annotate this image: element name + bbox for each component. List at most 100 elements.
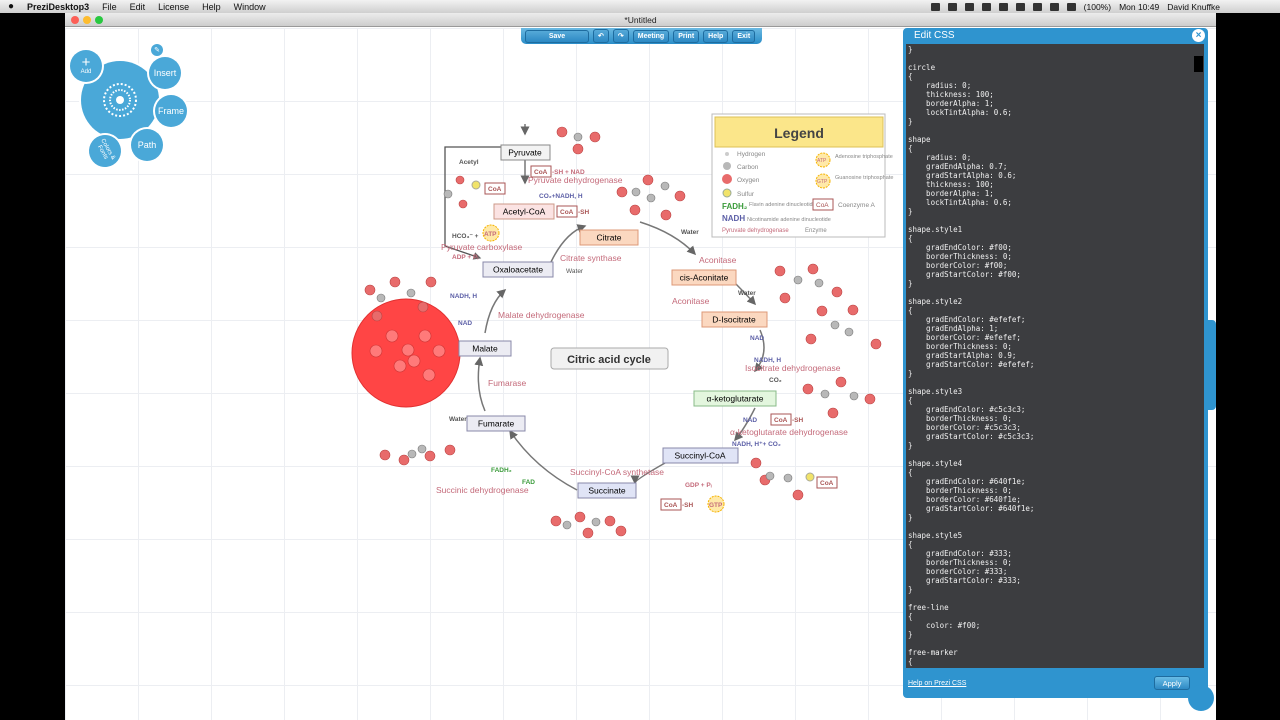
display-icon[interactable] — [998, 2, 1008, 11]
zoom-window-icon[interactable] — [95, 16, 103, 24]
enzyme-cs: Citrate synthase — [560, 253, 622, 263]
close-window-icon[interactable] — [71, 16, 79, 24]
node-fumarate[interactable] — [466, 415, 526, 432]
cycle-arrows — [474, 124, 765, 491]
label-sh-nad: -SH + NAD — [552, 169, 585, 176]
node-succinyl-coa-label: Succinyl-CoA — [674, 451, 725, 461]
legend-title: Legend — [774, 125, 824, 141]
exit-button[interactable]: Exit — [732, 29, 756, 43]
node-acetyl-coa[interactable] — [493, 203, 555, 220]
side-tab[interactable] — [1208, 320, 1216, 410]
node-fumarate-label: Fumarate — [478, 419, 515, 429]
volume-icon[interactable] — [1032, 2, 1042, 11]
legend-enzyme-example: Pyruvate dehydrogenase — [722, 228, 789, 234]
pen-icon[interactable]: ✎ — [151, 44, 163, 56]
label-water-2: Water — [681, 229, 699, 236]
bluetooth-icon[interactable] — [1015, 2, 1025, 11]
label-sh-3: -SH — [682, 502, 694, 509]
node-succinate-label: Succinate — [588, 486, 626, 496]
label-water-4: Water — [449, 416, 467, 423]
record-icon[interactable] — [947, 2, 957, 11]
node-citrate-label: Citrate — [596, 233, 621, 243]
show-icon — [1188, 685, 1214, 711]
node-akg[interactable] — [693, 390, 777, 407]
legend[interactable]: Legend Hydrogen Carbon Oxygen Sulfur FAD… — [711, 113, 893, 238]
label-water-1: Water — [566, 268, 584, 275]
wifi-icon[interactable] — [1049, 2, 1059, 11]
legend-gtp: Guanosine triphosphate — [835, 175, 893, 181]
legend-sulfur: Sulfur — [737, 191, 755, 198]
css-editor[interactable]: } circle { radius: 0; thickness: 100; bo… — [906, 44, 1204, 668]
label-nadh-co2: NADH, H⁺+ CO₂ — [732, 441, 781, 448]
node-d-isocitrate[interactable] — [701, 311, 768, 328]
label-fad: FAD — [522, 479, 535, 486]
legend-nadh: NADH — [722, 214, 745, 223]
css-code-text[interactable]: } circle { radius: 0; thickness: 100; bo… — [908, 45, 1035, 666]
label-nadh-2: NADH, H — [754, 357, 781, 364]
enzyme-idh: Isocitrate dehydrogenase — [745, 363, 841, 373]
node-citrate[interactable] — [579, 229, 639, 246]
add-button[interactable]: +Add — [70, 50, 102, 82]
node-oxaloacetate[interactable] — [482, 261, 554, 278]
node-pyruvate-label: Pyruvate — [508, 148, 542, 158]
bubble-menu: +Add ✎ Insert Frame Path Colors & Fonts — [65, 43, 205, 183]
node-succinate[interactable] — [577, 482, 637, 499]
apply-button[interactable]: Apply — [1154, 676, 1190, 690]
menu-window[interactable]: Window — [233, 1, 266, 12]
center-title-box[interactable] — [550, 347, 669, 370]
label-gdp: GDP + Pᵢ — [685, 482, 712, 489]
label-nadh-1: NADH, H — [450, 293, 477, 300]
node-akg-label: α-ketoglutarate — [707, 394, 764, 404]
close-icon[interactable]: × — [1192, 29, 1205, 42]
apple-icon[interactable]: ● — [8, 1, 15, 12]
save-button[interactable]: Save — [525, 29, 589, 43]
help-button[interactable]: Help — [703, 29, 729, 43]
menu-help[interactable]: Help — [202, 1, 221, 12]
node-pyruvate[interactable] — [500, 144, 551, 161]
node-succinyl-coa[interactable] — [662, 447, 739, 464]
label-hco3: HCO₃⁻ + — [452, 233, 479, 240]
label-sh-1: -SH — [578, 209, 590, 216]
menu-app[interactable]: PreziDesktop3 — [27, 1, 90, 12]
clock[interactable]: Mon 10:49 — [1119, 1, 1160, 12]
menu-file[interactable]: File — [102, 1, 117, 12]
redo-icon[interactable]: ↷ — [612, 29, 629, 43]
legend-coa-icon: CoA — [816, 202, 829, 209]
battery-level: (100%) — [1083, 1, 1112, 12]
center-title: Citric acid cycle — [567, 354, 651, 366]
print-button[interactable]: Print — [673, 29, 700, 43]
legend-oxygen: Oxygen — [737, 177, 760, 184]
node-malate[interactable] — [458, 340, 512, 357]
help-on-prezi-css-link[interactable]: Help on Prezi CSS — [908, 680, 967, 687]
scrollbar-thumb[interactable] — [1194, 56, 1203, 72]
label-nad-1: NAD — [458, 320, 472, 327]
battery-icon[interactable] — [1066, 2, 1076, 11]
legend-fadh2-desc: Flavin adenine dinucleotide — [749, 202, 816, 208]
path-button[interactable]: Path — [131, 129, 163, 161]
frame-button[interactable]: Frame — [155, 95, 187, 127]
label-co2: CO₂ — [769, 377, 782, 384]
menu-license[interactable]: License — [158, 1, 190, 12]
timemachine-icon[interactable] — [981, 2, 991, 11]
menu-edit[interactable]: Edit — [129, 1, 146, 12]
legend-hydrogen: Hydrogen — [737, 151, 766, 158]
sync-icon[interactable] — [964, 2, 974, 11]
enzyme-akgdh: α-ketoglutarate dehydrogenase — [730, 427, 848, 437]
edit-css-panel: Edit CSS × } circle { radius: 0; thickne… — [903, 28, 1208, 698]
label-acetyl: Acetyl — [459, 159, 479, 166]
screen-icon[interactable] — [930, 2, 940, 11]
undo-icon[interactable]: ↶ — [593, 29, 609, 43]
minimize-window-icon[interactable] — [83, 16, 91, 24]
top-toolbar: Save ↶ ↷ Meeting Print Help Exit — [521, 28, 762, 44]
legend-gtp-icon: GTP — [817, 179, 828, 185]
insert-button[interactable]: Insert — [149, 57, 181, 89]
legend-coa: Coenzyme A — [838, 202, 876, 209]
meeting-button[interactable]: Meeting — [632, 29, 670, 43]
show-button[interactable]: Show — [1187, 685, 1215, 720]
user-name[interactable]: David Knuffke — [1167, 1, 1220, 12]
node-oxaloacetate-label: Oxaloacetate — [493, 265, 543, 275]
label-sh-2: -SH — [792, 417, 804, 424]
node-cis-aconitate[interactable] — [671, 269, 737, 286]
molecule-models — [364, 126, 882, 539]
enzyme-aconitase-2: Aconitase — [672, 296, 710, 306]
